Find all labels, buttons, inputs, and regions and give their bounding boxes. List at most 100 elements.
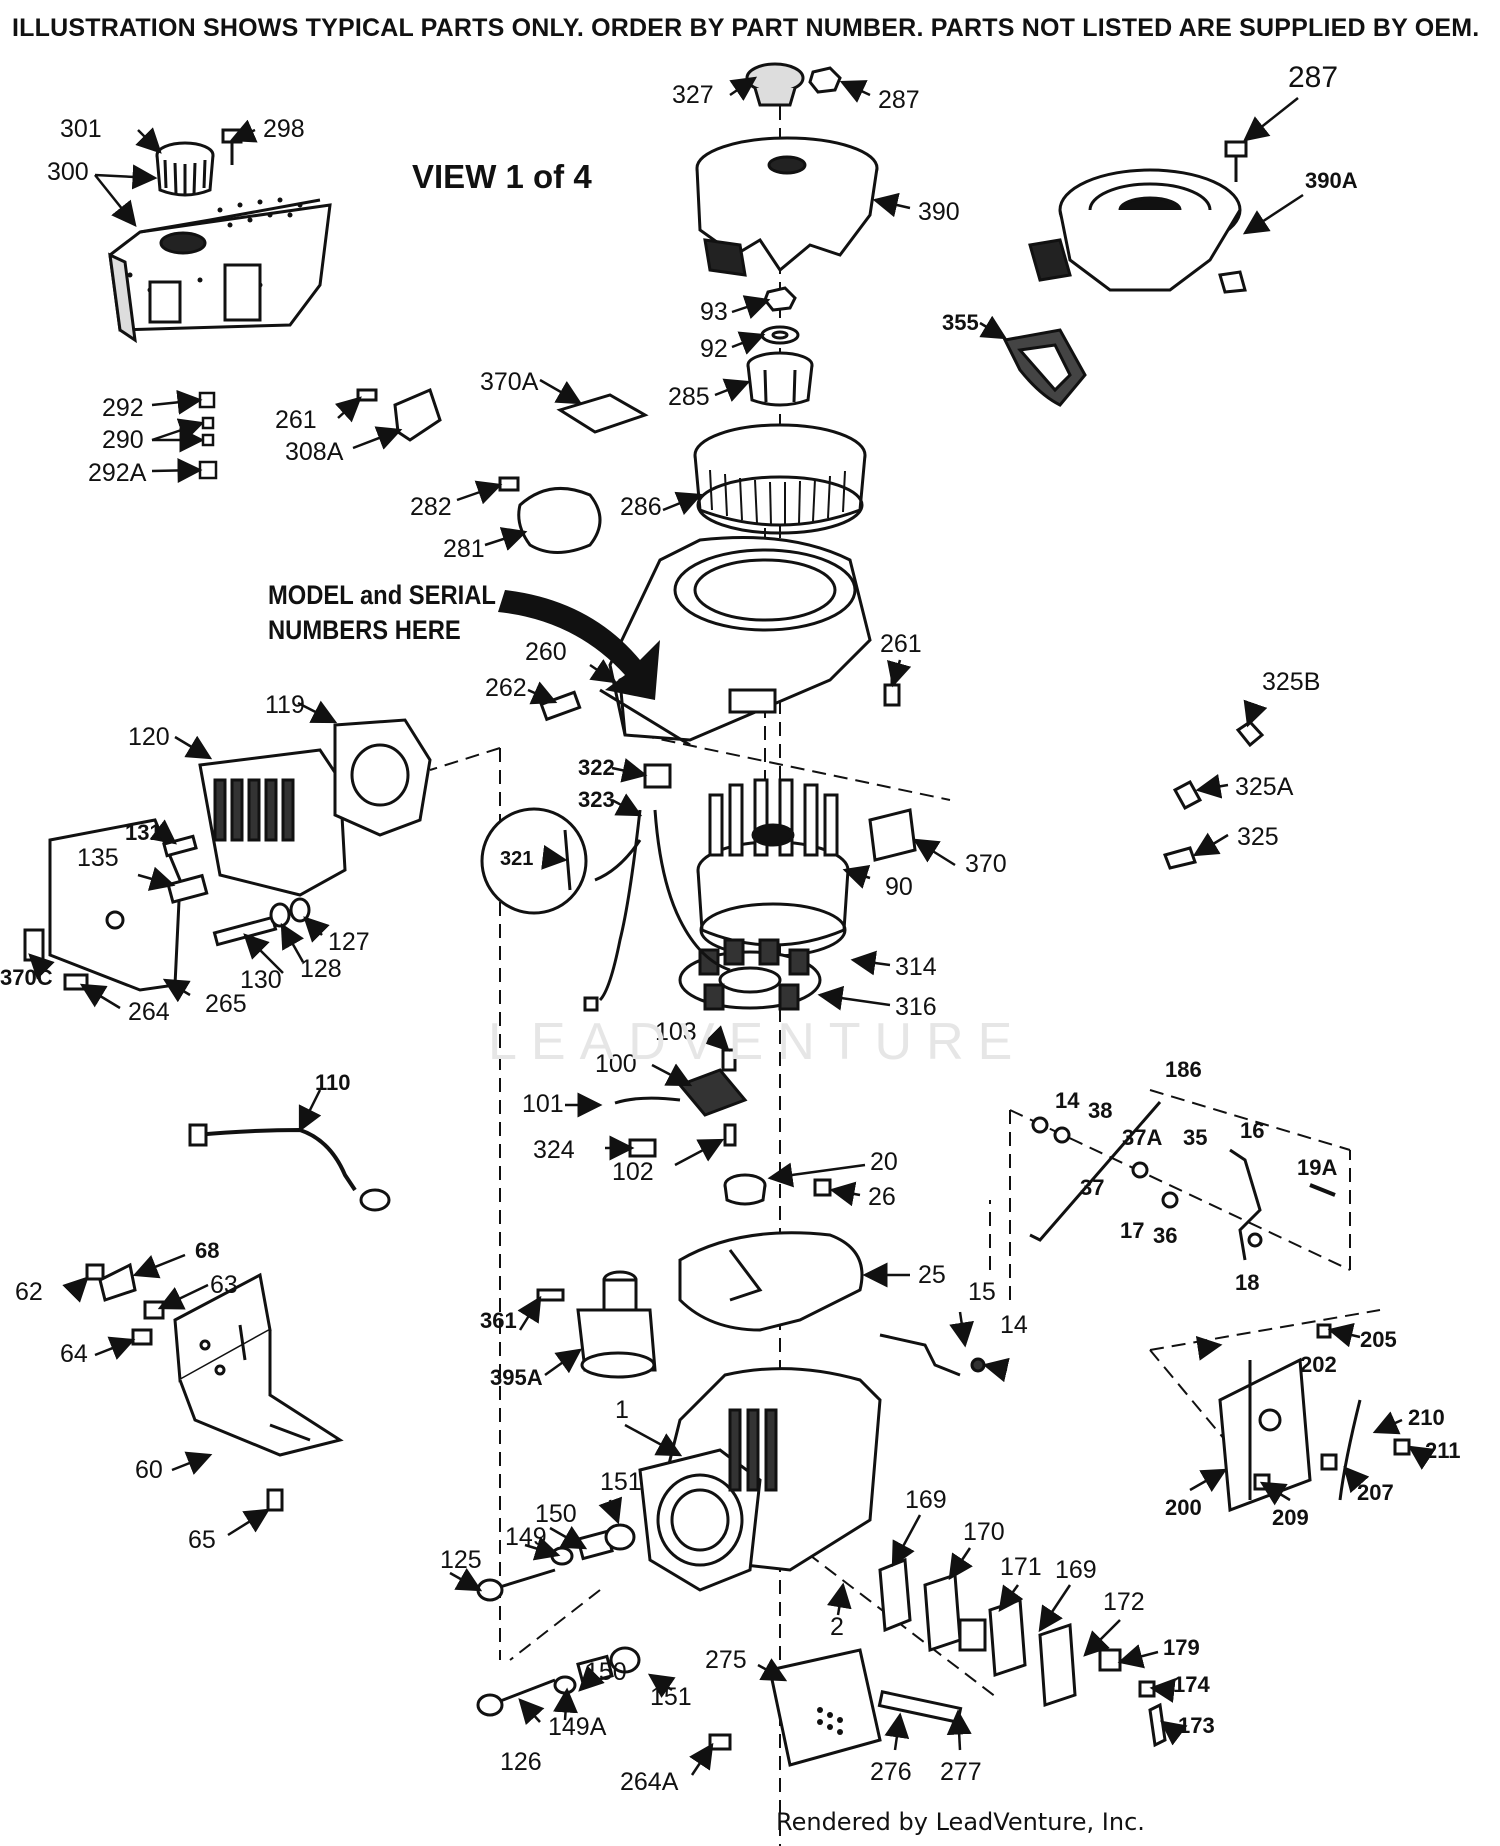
callout-282: 282 <box>410 493 452 521</box>
callout-210: 210 <box>1408 1405 1445 1430</box>
wire-harness-icon <box>583 763 731 1012</box>
callout-200: 200 <box>1165 1495 1202 1520</box>
callout-14-b: 14 <box>1000 1311 1028 1339</box>
callout-324: 324 <box>533 1136 575 1164</box>
callout-370a: 370A <box>480 368 539 396</box>
leader-lines <box>28 76 1436 1776</box>
callout-265: 265 <box>205 990 247 1018</box>
watermark: LEADVENTURE <box>488 1013 1027 1071</box>
callout-298: 298 <box>263 115 305 143</box>
callout-292: 292 <box>102 394 144 422</box>
callout-285: 285 <box>668 383 710 411</box>
callout-26: 26 <box>868 1183 896 1211</box>
callout-14: 14 <box>1055 1088 1080 1113</box>
callout-323: 323 <box>578 787 615 812</box>
header-notice: ILLUSTRATION SHOWS TYPICAL PARTS ONLY. O… <box>12 14 1480 42</box>
blower-housing-icon <box>599 536 872 747</box>
callout-186: 186 <box>1165 1057 1202 1082</box>
callout-325: 325 <box>1237 823 1279 851</box>
callout-25: 25 <box>918 1261 946 1289</box>
callout-150-b: 150 <box>585 1658 627 1686</box>
callout-262: 262 <box>485 674 527 702</box>
ignition-module-icon <box>614 1048 748 1158</box>
callout-171: 171 <box>1000 1553 1042 1581</box>
callout-135: 135 <box>77 844 119 872</box>
recoil-starter-icon <box>695 136 879 277</box>
callout-355: 355 <box>942 310 979 335</box>
callout-202: 202 <box>1300 1352 1337 1377</box>
callout-151: 151 <box>600 1468 642 1496</box>
callout-150: 150 <box>535 1500 577 1528</box>
callout-119: 119 <box>265 691 305 719</box>
callout-15: 15 <box>968 1278 996 1306</box>
callout-131: 131 <box>125 820 162 845</box>
screw-262-icon <box>539 690 582 722</box>
callout-179: 179 <box>1163 1635 1200 1660</box>
footer-credit: Rendered by LeadVenture, Inc. <box>776 1808 1145 1836</box>
nut-93-icon <box>763 286 797 312</box>
rotating-screen-icon <box>693 423 867 535</box>
decal-370-icon <box>868 808 917 862</box>
callout-370c: 370C <box>0 965 53 990</box>
callout-120: 120 <box>128 723 170 751</box>
callout-361: 361 <box>480 1308 517 1333</box>
callout-92: 92 <box>700 335 728 363</box>
callout-264: 264 <box>128 998 170 1026</box>
starter-handle-icon <box>1002 328 1087 407</box>
governor-lever-icon <box>879 1333 986 1377</box>
callout-68: 68 <box>195 1238 219 1263</box>
callout-37: 37 <box>1080 1175 1104 1200</box>
model-note-line1: MODEL and SERIAL <box>268 580 496 610</box>
decal-370a-icon <box>556 393 649 434</box>
callout-325b: 325B <box>1262 668 1320 696</box>
oil-seal-icon <box>723 1173 832 1206</box>
starter-cap-icon <box>745 62 805 107</box>
callout-390a: 390A <box>1305 168 1358 193</box>
callout-36: 36 <box>1153 1223 1177 1248</box>
model-note-line2: NUMBERS HERE <box>268 615 461 645</box>
engine-block-icon <box>638 1367 882 1592</box>
recoil-starter-390a-icon <box>1028 168 1247 294</box>
fuel-cap-icon <box>155 141 215 197</box>
callout-60: 60 <box>135 1456 163 1484</box>
callout-395a: 395A <box>490 1365 543 1390</box>
callout-275: 275 <box>705 1646 747 1674</box>
callout-17: 17 <box>1120 1218 1144 1243</box>
callout-260: 260 <box>525 638 567 666</box>
callout-101: 101 <box>522 1090 564 1118</box>
callout-316: 316 <box>895 993 937 1021</box>
screw-287-icon <box>1224 140 1248 182</box>
callout-127: 127 <box>328 928 370 956</box>
bracket-308a-icon <box>356 387 442 442</box>
callout-170: 170 <box>963 1518 1005 1546</box>
view-label: VIEW 1 of 4 <box>412 158 592 195</box>
decal-370c-icon <box>23 928 45 962</box>
cylinder-head-icon <box>198 748 347 897</box>
screw-298-icon <box>221 128 243 165</box>
callout-277: 277 <box>940 1758 982 1786</box>
callout-390: 390 <box>918 198 960 226</box>
callout-19a: 19A <box>1297 1155 1337 1180</box>
callout-287: 287 <box>878 86 920 114</box>
starter-cup-icon <box>746 351 814 407</box>
clip-hardware-icon <box>1163 720 1265 870</box>
callout-290: 290 <box>102 426 144 454</box>
callout-16: 16 <box>1240 1118 1264 1143</box>
callout-35: 35 <box>1183 1125 1207 1150</box>
callout-370: 370 <box>965 850 1007 878</box>
callout-292a: 292A <box>88 459 147 487</box>
callout-110: 110 <box>315 1070 351 1095</box>
callout-125: 125 <box>440 1546 482 1574</box>
screw-361-icon <box>536 1288 565 1302</box>
callout-149a: 149A <box>548 1713 607 1741</box>
callout-211: 211 <box>1425 1438 1461 1463</box>
callout-128: 128 <box>300 955 342 983</box>
head-gasket-icon <box>333 718 432 837</box>
callout-169-b: 169 <box>1055 1556 1097 1584</box>
callout-205: 205 <box>1360 1327 1397 1352</box>
callout-63: 63 <box>210 1271 238 1299</box>
callout-327: 327 <box>672 81 714 109</box>
callout-308a: 308A <box>285 438 344 466</box>
muffler-icon <box>768 1648 882 1767</box>
callout-2: 2 <box>830 1613 844 1641</box>
